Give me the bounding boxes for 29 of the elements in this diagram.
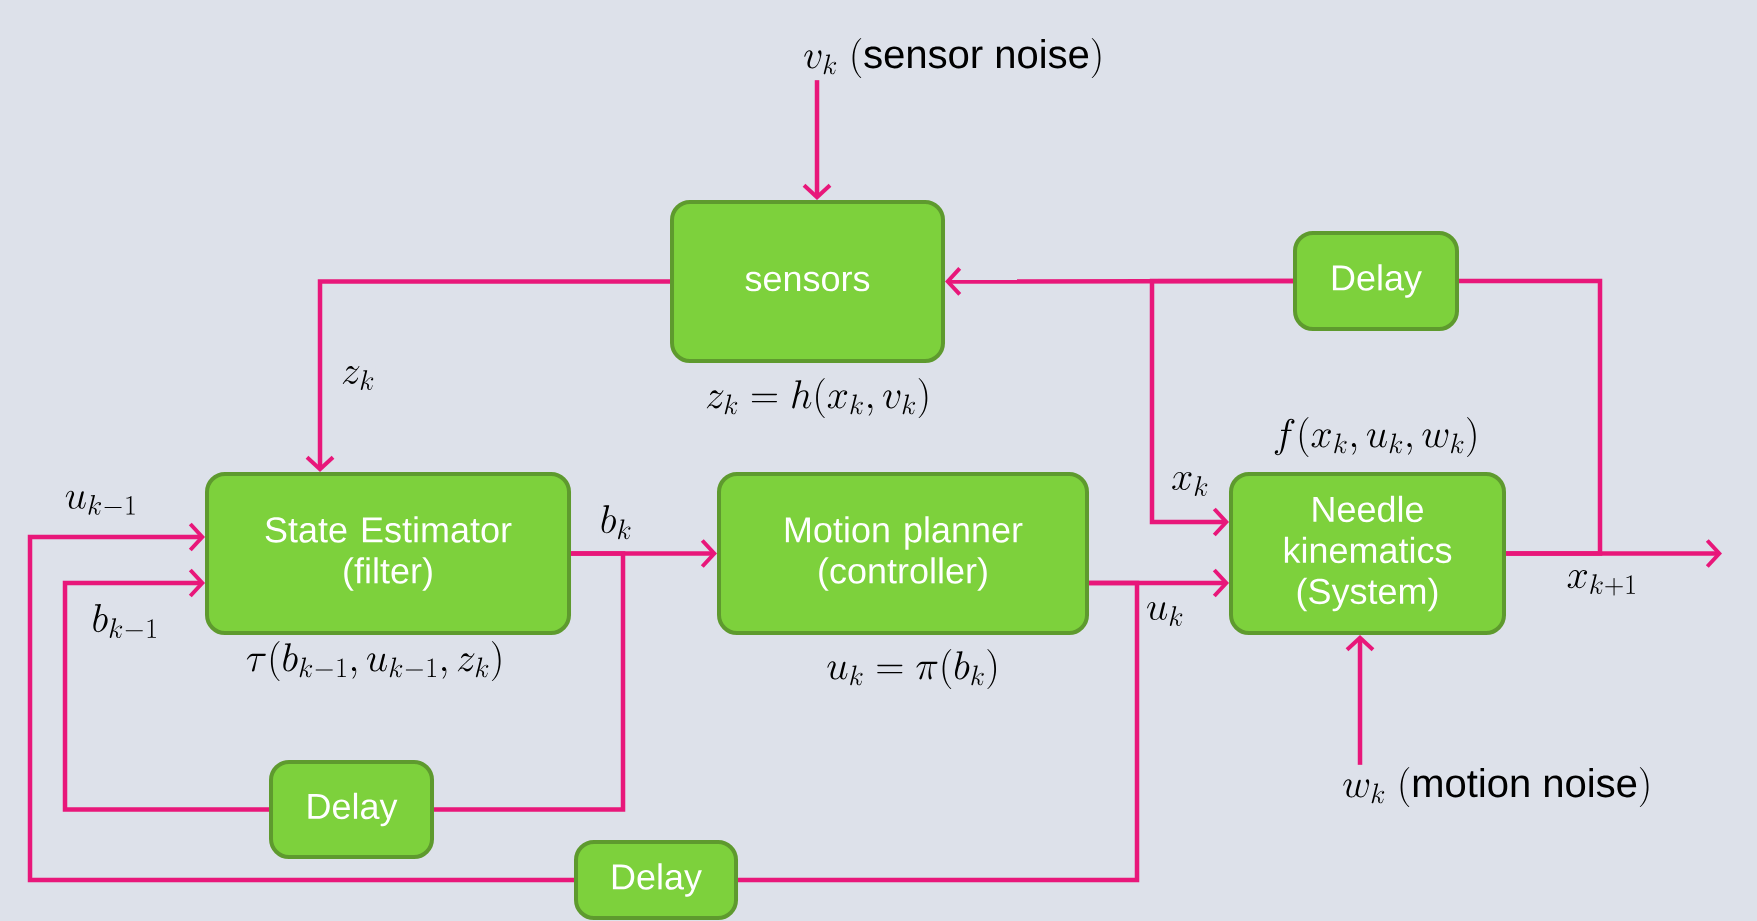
function-label: $\tau(b_{k-1}, u_{k-1}, z_k)$ (246, 641, 501, 681)
edge-label: $u_{k-1}$ (63, 490, 139, 518)
arrow (27, 522, 574, 883)
process-box: Delay (1293, 231, 1459, 331)
process-box: Delay (574, 840, 738, 920)
edge-label: $x_k$ (1170, 471, 1210, 497)
edge-label: $u_k$ (1145, 601, 1185, 627)
process-box: Delay (269, 760, 434, 859)
function-label: $u_k = \pi(b_k)$ (827, 649, 997, 689)
process-box: Needle kinematics (System) (1229, 472, 1506, 635)
process-box: Motion planner (controller) (717, 472, 1089, 635)
edge-label: $b_k$ (598, 504, 634, 540)
connector-line (434, 551, 626, 812)
process-box: sensors (670, 200, 945, 363)
noise-label: $w_k\ \mathrm{(motion\ noise)}$ (1343, 767, 1649, 807)
arrow (62, 568, 269, 812)
edge-label: $b_{k-1}$ (90, 602, 160, 642)
arrow (305, 279, 670, 472)
noise-label: $v_k\ \mathrm{(sensor\ noise)}$ (804, 38, 1101, 78)
connector-line (738, 580, 1140, 883)
arrow (1345, 635, 1375, 765)
arrow (1149, 278, 1293, 537)
connector-line (1459, 278, 1603, 556)
process-box: State Estimator (filter) (205, 472, 571, 635)
edge-label: $x_{k+1}$ (1565, 569, 1639, 597)
function-label: $f(x_k, u_k, w_k)$ (1274, 417, 1476, 457)
edge-label: $z_k$ (340, 365, 376, 391)
function-label: $z_k = h(x_k, v_k)$ (706, 378, 928, 418)
arrow (802, 80, 832, 200)
